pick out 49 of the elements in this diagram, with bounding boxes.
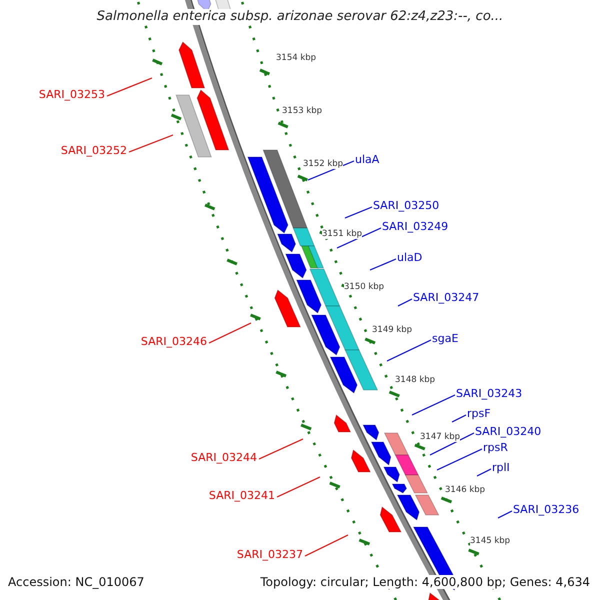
gene-label: SARI_03253 (38, 88, 105, 101)
gene-label: SARI_03243 (456, 387, 522, 400)
gene-label: rpsR (483, 441, 508, 454)
scale-label: 3150 kbp (344, 282, 384, 292)
leader-line (344, 206, 372, 218)
leader-line (276, 476, 320, 498)
gene-label: ulaA (355, 153, 380, 166)
scale-label: 3152 kbp (303, 159, 344, 169)
gene-label: ulaD (397, 251, 422, 264)
leader-line (430, 432, 474, 456)
gene-label: rpsF (467, 407, 491, 420)
leader-line (128, 134, 174, 153)
gene-label: SARI_03250 (373, 199, 440, 212)
leader-line (106, 77, 152, 97)
gene-label: SARI_03244 (190, 451, 257, 464)
leader-line (412, 394, 456, 416)
leader-line (436, 448, 482, 470)
scale-label: 3153 kbp (282, 106, 322, 116)
scale-label: 3145 kbp (470, 536, 510, 546)
gene-label: SARI_03246 (140, 335, 207, 348)
gene-label: SARI_03247 (413, 291, 480, 304)
gene-label: SARI_03241 (208, 489, 275, 502)
map-title: Salmonella enterica subsp. arizonae serovar 62:z4,z23:--, co... (96, 9, 504, 25)
footer-text: Topology: circular; Length: 4,600,800 bp; Genes: 4,634 (260, 575, 590, 589)
scale-label: 3148 kbp (395, 375, 436, 385)
scale-label: 3154 kbp (276, 53, 316, 63)
leader-line (498, 510, 512, 518)
gene-label: rplI (492, 461, 510, 474)
leader-line (476, 468, 492, 476)
footer-text: Accession: NC_010067 (8, 575, 144, 589)
scale-label: 3146 kbp (445, 485, 486, 495)
gene-label: SARI_03237 (236, 548, 303, 561)
leader-line (304, 534, 348, 556)
gene-label: SARI_03249 (382, 220, 448, 233)
leader-line (308, 160, 354, 180)
gene-label: SARI_03236 (513, 503, 580, 516)
leader-line (258, 438, 304, 460)
gene-label: sgaE (432, 332, 458, 345)
scale-label: 3149 kbp (372, 325, 412, 335)
scale-label: 3147 kbp (420, 432, 460, 442)
leader-line (208, 322, 252, 344)
leader-line (336, 228, 382, 248)
gene-label: SARI_03252 (60, 144, 127, 157)
leader-line (452, 414, 466, 422)
scale-label: 3151 kbp (322, 229, 362, 239)
leader-line (398, 298, 412, 306)
leader-line (370, 258, 396, 270)
leader-line (386, 340, 432, 362)
gene-label: SARI_03240 (475, 425, 542, 438)
